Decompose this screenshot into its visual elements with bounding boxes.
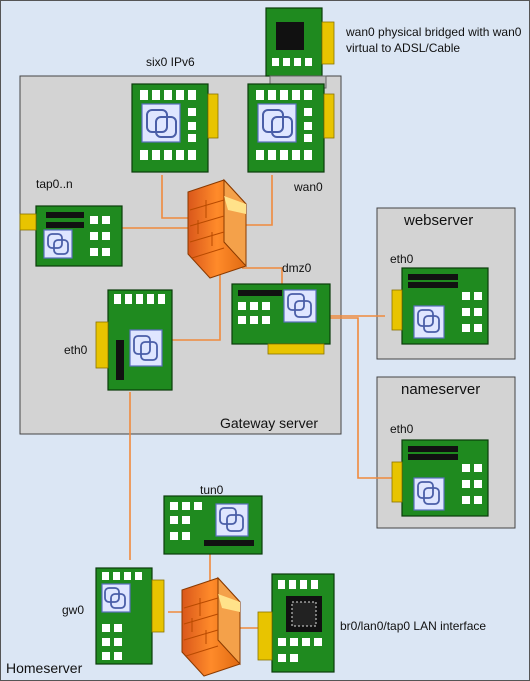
wan0-label: wan0 — [294, 180, 323, 194]
gw0-label: gw0 — [62, 603, 85, 617]
firewall-icon — [187, 178, 247, 279]
eth0-gateway-label: eth0 — [64, 343, 88, 357]
network-links — [121, 175, 394, 629]
firewall-icon — [181, 576, 241, 677]
homeserver-title: Homeserver — [6, 660, 83, 676]
eth0-nameserver-label: eth0 — [390, 422, 414, 436]
tun0-card — [163, 495, 263, 555]
gw0-card — [95, 567, 165, 665]
dmz0-card — [231, 283, 331, 355]
eth0-webserver-label: eth0 — [390, 252, 414, 266]
webserver-title: webserver — [404, 212, 474, 229]
br0-card — [257, 573, 335, 673]
wan0-note-label: wan0 physical bridged with wan0 virtual … — [346, 25, 522, 55]
tun0-label: tun0 — [200, 483, 224, 497]
eth0-nameserver-card — [391, 439, 489, 517]
nameserver-title: nameserver — [401, 381, 481, 398]
wan0-card — [247, 83, 335, 173]
six0-label: six0 IPv6 — [146, 55, 195, 69]
tap0-label: tap0..n — [36, 177, 73, 191]
eth0-webserver-card — [391, 267, 489, 345]
tap0-card — [19, 205, 123, 267]
six0-card — [131, 83, 219, 173]
gateway-server-title: Gateway server — [220, 415, 319, 431]
br0-label: br0/lan0/tap0 LAN interface — [340, 619, 487, 633]
dmz0-label: dmz0 — [282, 261, 312, 275]
eth0-gateway-card — [95, 289, 173, 391]
